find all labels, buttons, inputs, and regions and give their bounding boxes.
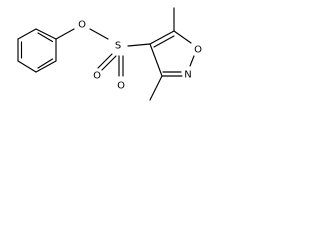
phenyl-ring xyxy=(17,28,57,73)
chemical-structure-diagram: O S O O O xyxy=(17,7,202,101)
isoxazole-ring xyxy=(149,30,195,77)
sulfur-label: S xyxy=(115,41,121,52)
ring-oxygen-label: O xyxy=(194,45,202,56)
bond-ph-1 xyxy=(17,28,37,40)
molecule-canvas: O S O O O xyxy=(0,0,248,132)
bond-s-c4 xyxy=(127,43,151,47)
bond-s-o-bottom-a xyxy=(97,53,113,69)
bond-ph-5 xyxy=(17,60,37,73)
bond-ph-double-2 xyxy=(37,32,54,43)
bond-o1-n2 xyxy=(189,55,195,67)
sulfonyl-oxygen-bottom-label: O xyxy=(93,71,101,82)
bond-c5-o1 xyxy=(173,30,192,44)
bond-ph-o xyxy=(55,28,75,40)
bond-c3-methyl xyxy=(149,75,163,101)
bond-c3-c4 xyxy=(149,43,163,77)
sulfonyl-oxygen-top-label: O xyxy=(117,81,125,92)
bond-c4-c5-double xyxy=(153,35,175,48)
bond-ph-2 xyxy=(35,28,57,40)
bond-s-o-bottom-b xyxy=(101,55,117,71)
bond-ph-4 xyxy=(35,60,57,73)
bond-o-s xyxy=(89,28,109,40)
bond-c4-c5 xyxy=(149,30,175,45)
bond-ph-double-3 xyxy=(37,58,54,69)
ester-oxygen-label: O xyxy=(78,20,86,31)
ring-nitrogen-label: N xyxy=(184,70,191,81)
